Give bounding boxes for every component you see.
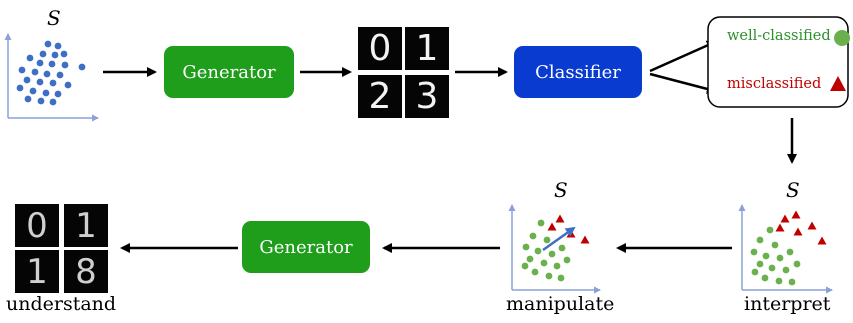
latent-point <box>49 98 57 106</box>
generated-digit-tile: 1 <box>405 27 449 70</box>
latent-point <box>44 40 52 48</box>
well-classified-point <box>768 264 776 272</box>
caption-interpret: interpret <box>744 293 831 315</box>
well-classified-point <box>540 259 548 267</box>
misclassified-point <box>817 236 827 245</box>
interpret-plot-axes <box>738 204 833 294</box>
well-classified-point <box>563 256 571 264</box>
understood-digit-tile: 8 <box>64 250 108 293</box>
well-classified-point <box>553 262 561 270</box>
well-classified-point <box>793 260 801 268</box>
well-classified-point <box>786 248 794 256</box>
well-classified-point <box>545 272 553 280</box>
well-classified-point <box>761 274 769 282</box>
manipulation-arrow <box>542 226 576 252</box>
well-classified-point <box>756 260 764 268</box>
latent-point <box>37 97 45 105</box>
misclassified-point <box>547 222 557 231</box>
latent-point <box>64 81 72 89</box>
generator-box-top: Generator <box>164 46 294 98</box>
misclassified-point <box>807 221 817 230</box>
generator-box-bottom: Generator <box>242 221 370 273</box>
arrow-classifier-to-mis <box>649 72 717 94</box>
latent-point <box>43 70 51 78</box>
misclassified-point <box>580 235 590 244</box>
latent-point <box>39 50 47 58</box>
understood-digit-tile: 1 <box>64 204 108 247</box>
latent-points <box>16 40 86 106</box>
manipulate-plot-axes <box>508 204 601 294</box>
manipulate-points <box>521 214 590 282</box>
understood-digit-tile: 1 <box>15 250 59 293</box>
latent-point <box>36 78 44 86</box>
well-classified-point <box>529 232 537 240</box>
well-classified-point <box>543 236 551 244</box>
well-classified-point <box>526 255 534 263</box>
caption-manipulate: manipulate <box>506 293 615 315</box>
latent-point <box>60 50 68 58</box>
well-classified-point <box>771 241 779 249</box>
well-classified-point <box>750 248 758 256</box>
latent-space-label-manipulate: S <box>554 178 568 202</box>
latent-point <box>49 79 57 87</box>
interpret-points <box>750 210 827 286</box>
outcome-box <box>707 16 849 108</box>
latent-point <box>24 95 32 103</box>
latent-point <box>78 63 86 71</box>
well-classified-point <box>531 268 539 276</box>
latent-point <box>26 54 34 62</box>
generated-digit-tile: 0 <box>358 27 402 70</box>
latent-point <box>42 89 50 97</box>
misclassified-point <box>555 214 565 223</box>
misclassified-point <box>780 214 790 223</box>
well-classified-point <box>782 266 790 274</box>
well-classified-point <box>534 247 542 255</box>
misclassified-point <box>791 210 801 219</box>
green-circle-icon <box>834 30 850 46</box>
latent-point <box>51 51 59 59</box>
well-classified-point <box>537 219 545 227</box>
latent-point <box>54 90 62 98</box>
latent-point <box>31 68 39 76</box>
well-classified-point <box>775 277 783 285</box>
well-classified-point <box>521 262 529 270</box>
latent-point <box>23 76 31 84</box>
latent-plot-axes <box>4 33 99 122</box>
latent-point <box>36 59 44 67</box>
misclassified-label: misclassified <box>727 76 822 92</box>
latent-space-label-interpret: S <box>786 178 800 202</box>
latent-point <box>18 66 26 74</box>
well-classified-point <box>788 278 796 286</box>
generated-digit-tile: 2 <box>358 75 402 118</box>
arrow-classifier-to-well <box>649 40 717 73</box>
misclassified-point <box>793 227 803 236</box>
well-classified-point <box>548 250 556 258</box>
well-classified-label: well-classified <box>727 28 831 44</box>
well-classified-point <box>776 254 784 262</box>
well-classified-point <box>558 244 566 252</box>
generated-digit-tile: 3 <box>405 75 449 118</box>
red-triangle-icon <box>830 76 846 91</box>
well-classified-point <box>762 252 770 260</box>
latent-point <box>56 71 64 79</box>
well-classified-point <box>756 236 764 244</box>
understood-digit-tile: 0 <box>15 204 59 247</box>
caption-understand: understand <box>6 293 117 315</box>
latent-point <box>16 84 24 92</box>
well-classified-point <box>557 274 565 282</box>
latent-point <box>48 60 56 68</box>
well-classified-point <box>766 226 774 234</box>
well-classified-point <box>751 268 759 276</box>
latent-point <box>54 42 62 50</box>
latent-point <box>61 61 69 69</box>
classifier-box: Classifier <box>514 46 642 98</box>
misclassified-point <box>775 223 785 232</box>
well-classified-point <box>522 243 530 251</box>
latent-space-label-top: S <box>47 6 61 30</box>
latent-point <box>29 87 37 95</box>
